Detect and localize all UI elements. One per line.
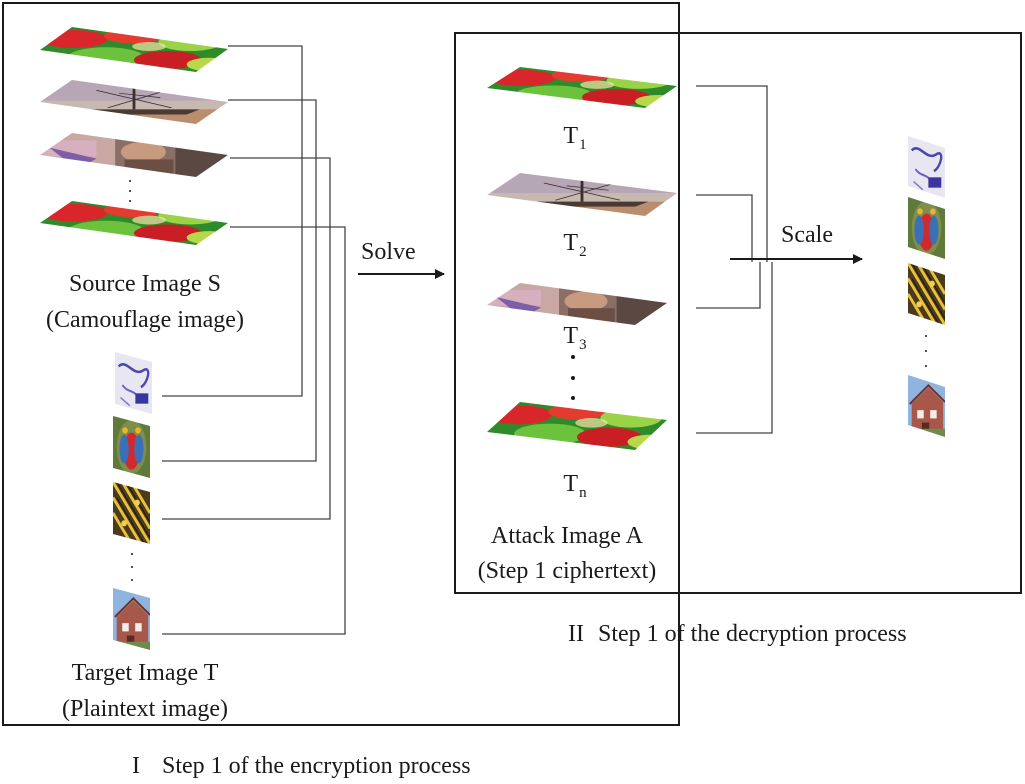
tile-label-1: T1	[563, 123, 587, 153]
output-tile-mandrill	[908, 197, 945, 259]
source-subtitle: (Camouflage image)	[46, 307, 244, 333]
source-title: Source Image S	[69, 271, 221, 297]
target-tile-drawing	[115, 352, 152, 414]
target-title: Target Image T	[71, 660, 219, 686]
target-tile-mandrill	[113, 416, 150, 478]
target-ellipsis	[131, 553, 133, 581]
target-image-stack	[113, 352, 152, 650]
source-tile-portrait	[40, 133, 228, 177]
output-tile-butterfly	[908, 263, 945, 325]
solve-label: Solve	[361, 239, 416, 265]
dconnector-3	[696, 262, 761, 309]
connector-1	[162, 45, 303, 397]
encryption-connectors	[162, 45, 346, 635]
attack-tile-3	[487, 283, 667, 325]
decryption-connectors	[696, 85, 773, 434]
encryption-caption-numeral: I	[132, 753, 140, 779]
attack-ellipsis	[571, 355, 575, 400]
source-ellipsis	[129, 180, 131, 202]
dconnector-1	[696, 85, 768, 262]
output-ellipsis	[925, 335, 927, 367]
decryption-caption-numeral: II	[568, 621, 584, 647]
tile-label-3: T3	[563, 323, 587, 353]
output-tile-house	[908, 375, 945, 437]
decryption-caption-text: Step 1 of the decryption process	[597, 621, 907, 647]
attack-image-stack	[487, 67, 677, 450]
target-subtitle: (Plaintext image)	[62, 696, 228, 722]
decryption-frame	[454, 32, 1022, 594]
attack-subtitle: (Step 1 ciphertext)	[477, 558, 657, 584]
tile-label-n: Tn	[563, 471, 587, 501]
decryption-caption: II Step 1 of the decryption process	[568, 620, 907, 648]
source-image-stack	[40, 27, 228, 245]
attack-tile-2	[487, 173, 677, 216]
source-tile-peppers	[40, 27, 228, 72]
attack-tile-1	[487, 67, 677, 108]
source-tile-boat	[40, 80, 228, 124]
encryption-frame	[2, 2, 680, 726]
connector-3	[162, 157, 331, 520]
tile-label-2: T2	[563, 230, 587, 260]
attack-tile-n	[487, 402, 667, 450]
output-tile-drawing	[908, 136, 945, 198]
source-tile-peppers-last	[40, 201, 228, 245]
target-tile-butterfly	[113, 482, 150, 544]
dconnector-2	[696, 194, 753, 262]
target-tile-house	[113, 588, 150, 650]
output-image-stack	[908, 136, 945, 437]
connector-4	[162, 226, 346, 635]
encryption-caption-text: Step 1 of the encryption process	[162, 753, 471, 779]
dconnector-4	[696, 262, 773, 434]
connector-2	[162, 99, 317, 462]
scale-label: Scale	[781, 222, 833, 248]
attack-title: Attack Image A	[491, 523, 643, 549]
encryption-caption: I Step 1 of the encryption process	[132, 752, 471, 780]
